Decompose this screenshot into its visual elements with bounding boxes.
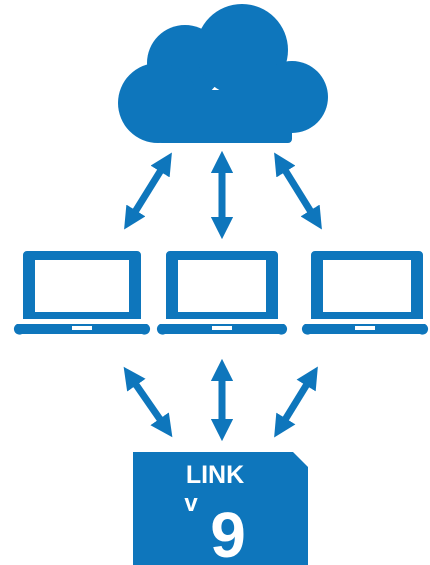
- badge-version-prefix: v: [184, 490, 198, 517]
- laptop-icon: [156, 251, 288, 335]
- cloud-icon: [118, 4, 328, 143]
- badge-version-number: 9: [210, 499, 246, 565]
- laptop-icon: [301, 251, 429, 335]
- laptop-icon: [13, 251, 151, 335]
- double-arrow-icon: [274, 366, 318, 438]
- double-arrow-icon: [274, 152, 322, 230]
- badge-title: LINK: [186, 461, 244, 489]
- double-arrow-icon: [124, 152, 172, 230]
- double-arrow-icon: [123, 366, 173, 438]
- badge-icon: LINK v 9: [133, 452, 308, 565]
